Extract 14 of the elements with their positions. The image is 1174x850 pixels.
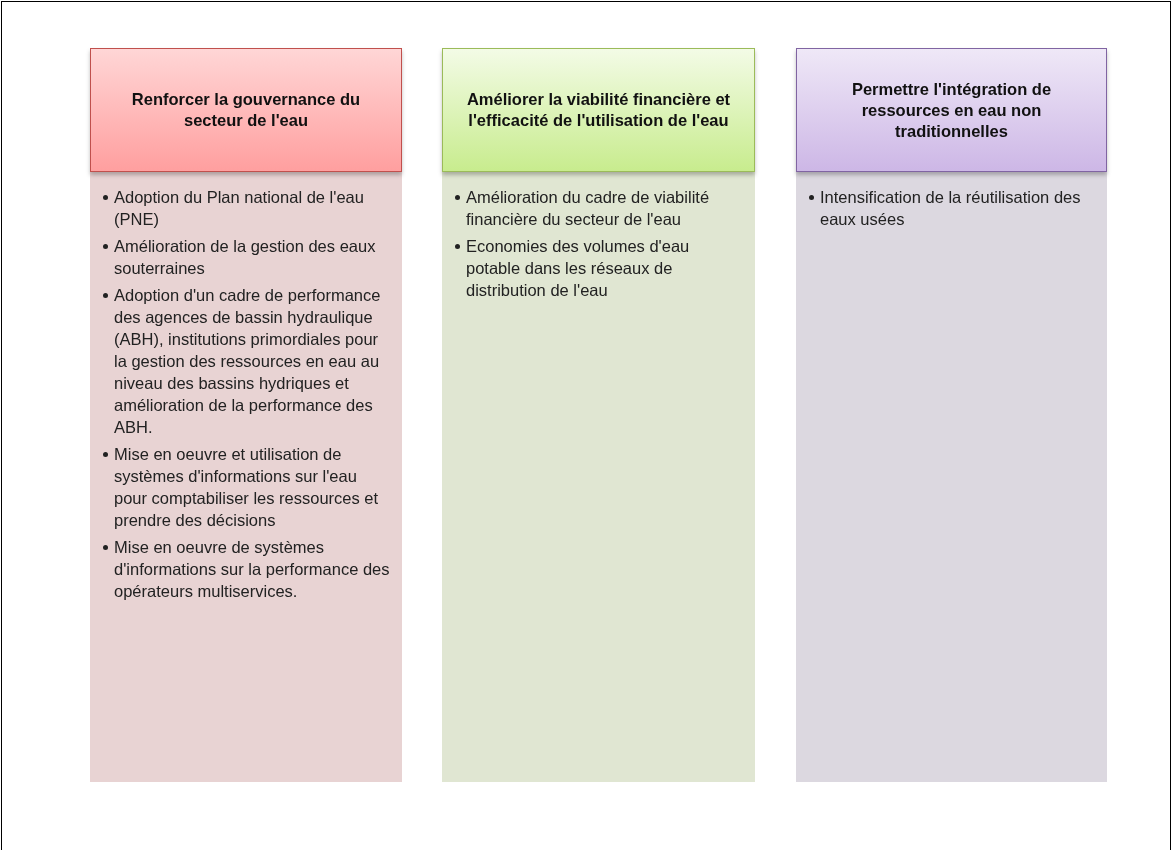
column-header: Permettre l'intégration de ressources en eau non traditionnelles: [796, 48, 1107, 172]
bullet-text: Adoption d'un cadre de performance des agences de bassin hydraulique (ABH), institutions primordiales pour la gestion des ressources en eau au niveau des bassins hydriques et amélioration de la performance des ABH.: [114, 286, 381, 436]
bullet-text: Amélioration de la gestion des eaux souterraines: [114, 237, 376, 277]
bullet-text: Mise en oeuvre et utilisation de systèmes d'informations sur l'eau pour comptabiliser les ressources et prendre des décisions: [114, 445, 379, 529]
column-panel: [442, 172, 755, 782]
column-panel: [90, 172, 402, 782]
bullet-text: Economies des volumes d'eau potable dans les réseaux de distribution de l'eau: [466, 237, 690, 299]
column-header: Renforcer la gouvernance du secteur de l'eau: [90, 48, 402, 172]
column-panel: [796, 172, 1107, 782]
column-header: Améliorer la viabilité financière et l'efficacité de l'utilisation de l'eau: [442, 48, 755, 172]
bullet-text: Mise en oeuvre de systèmes d'informations sur la performance des opérateurs multiservices.: [114, 538, 390, 600]
bullet-text: Intensification de la réutilisation des eaux usées: [820, 188, 1081, 228]
bullet-text: Adoption du Plan national de l'eau (PNE): [114, 188, 364, 228]
bullet-text: Amélioration du cadre de viabilité financière du secteur de l'eau: [466, 188, 710, 228]
